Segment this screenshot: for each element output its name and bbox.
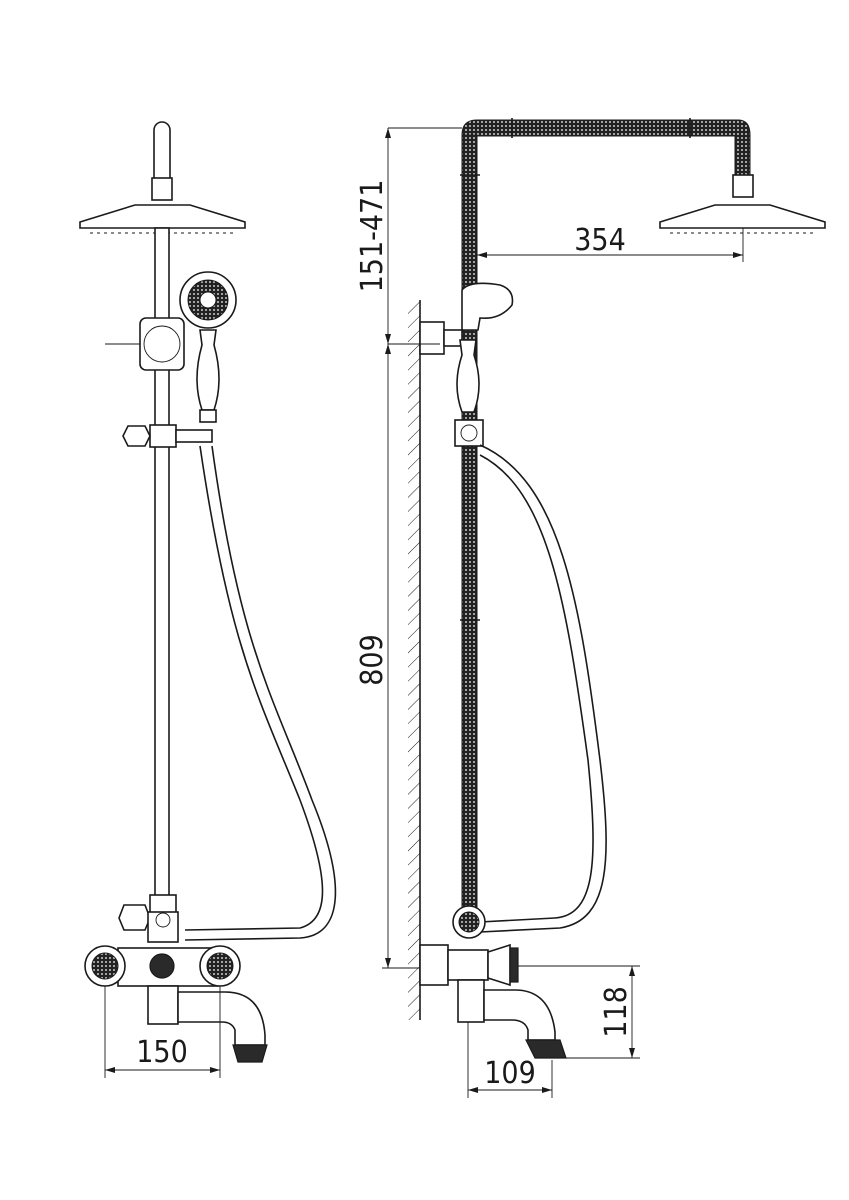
side-shower-hose bbox=[479, 444, 607, 933]
spout-outlet bbox=[232, 1044, 268, 1063]
side-view: 354 151-471 809 118 109 bbox=[355, 118, 826, 1098]
hand-shower-holder bbox=[461, 282, 514, 331]
spout-base bbox=[147, 985, 179, 1025]
side-overhead-shower-head bbox=[659, 204, 826, 229]
hand-shower-handle bbox=[196, 329, 220, 411]
shower-hose bbox=[184, 445, 337, 941]
diverter-knob bbox=[118, 904, 151, 931]
width-dimension-label: 150 bbox=[136, 1035, 188, 1070]
overhead-shower-head bbox=[79, 204, 246, 229]
side-mixer-connector bbox=[419, 944, 449, 986]
spout-reach-dimension-label: 109 bbox=[484, 1056, 536, 1091]
overhead-arm bbox=[461, 119, 751, 176]
front-view: 150 bbox=[79, 121, 337, 1078]
spout-height-dimension-label: 118 bbox=[599, 986, 634, 1038]
side-spout-base bbox=[457, 979, 485, 1023]
side-slider bbox=[454, 419, 484, 447]
height-range-dimension-label: 151-471 bbox=[355, 180, 390, 293]
arm-reach-dimension-label: 354 bbox=[574, 223, 626, 258]
rail-slider bbox=[149, 424, 177, 448]
side-wall-bracket bbox=[419, 321, 445, 355]
side-mixer-body bbox=[447, 949, 489, 981]
wall-hatching bbox=[408, 300, 420, 1020]
top-cap bbox=[153, 121, 171, 180]
shower-arm-connector bbox=[151, 177, 173, 201]
head-connector bbox=[732, 174, 754, 198]
side-bath-spout bbox=[483, 989, 556, 1041]
side-handle bbox=[487, 943, 511, 987]
bath-spout bbox=[177, 991, 266, 1046]
side-hand-shower-handle bbox=[456, 339, 480, 413]
rail-height-dimension-label: 809 bbox=[355, 634, 390, 686]
vertical-rail bbox=[461, 134, 478, 931]
slider-knob bbox=[122, 425, 151, 447]
